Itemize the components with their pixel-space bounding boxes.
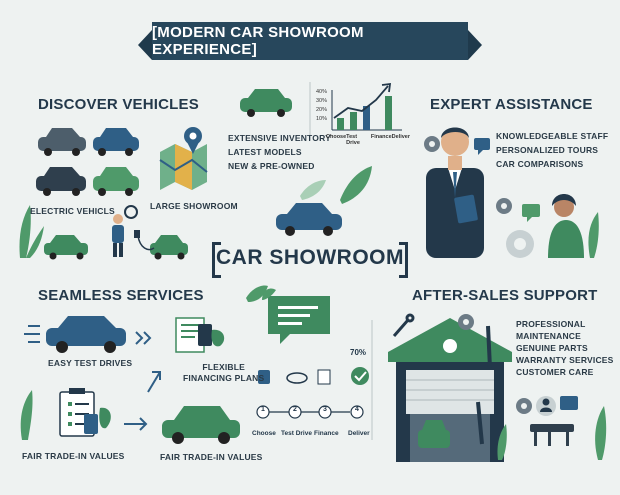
- test-drives-label: EASY TEST DRIVES: [48, 358, 133, 368]
- step-circles: [256, 405, 364, 419]
- discover-list: EXTENSIVE INVENTORY LATEST MODELS NEW & …: [228, 131, 331, 173]
- trade-in-label: FAIR TRADE-IN VALUES: [160, 452, 263, 462]
- expert-item: CAR COMPARISONS: [496, 159, 584, 169]
- chat-icon: [268, 296, 330, 344]
- center-title: CAR SHOWROOM: [212, 240, 408, 278]
- garage-icon: [388, 318, 512, 462]
- step-icons: [258, 367, 369, 385]
- seamless-heading: SEAMLESS SERVICES: [38, 287, 204, 304]
- financing-line: FLEXIBLE: [202, 362, 246, 372]
- gear-icon: [424, 136, 440, 152]
- process-step: Deliver: [348, 430, 370, 437]
- gear-icon: [496, 198, 512, 214]
- gear-icon: [458, 314, 474, 330]
- plant-icon: [588, 212, 599, 258]
- financing-line: FINANCING PLANS: [183, 373, 265, 383]
- discover-item: NEW & PRE-OWNED: [228, 161, 315, 171]
- financing-label: FLEXIBLE FINANCING PLANS: [183, 362, 264, 384]
- center-title-text: CAR SHOWROOM: [216, 246, 404, 269]
- car-icon: [162, 406, 240, 444]
- showroom-label: LARGE SHOWROOM: [150, 201, 238, 211]
- leaf-icon: [300, 180, 326, 200]
- speed-lines-icon: [24, 325, 40, 343]
- chat-icon: [474, 138, 490, 155]
- person-icon: [112, 205, 138, 257]
- car-icon: [150, 235, 188, 260]
- person-icon: [548, 194, 584, 258]
- map-icon: [159, 127, 208, 190]
- chart-x-tick: Finance: [370, 134, 392, 140]
- leaf-icon: [246, 285, 268, 302]
- process-step: Choose: [252, 430, 276, 437]
- plant-icon: [595, 406, 607, 460]
- plant-icon: [497, 424, 507, 460]
- after-sales-item: MAINTENANCE: [516, 331, 582, 341]
- expert-heading: EXPERT ASSISTANCE: [430, 96, 593, 113]
- car-icon: [93, 128, 139, 156]
- after-sales-heading: AFTER-SALES SUPPORT: [412, 287, 598, 304]
- after-sales-item: GENUINE PARTS: [516, 343, 588, 353]
- chart-x-tick: Deliver: [391, 134, 410, 140]
- top-chart: [331, 82, 402, 131]
- chart-x-tick: Choose: [326, 134, 347, 140]
- step-number: 2: [293, 406, 297, 413]
- car-icon: [44, 235, 88, 260]
- plant-icon: [20, 390, 33, 440]
- car-icon: [36, 167, 86, 196]
- after-sales-list: PROFESSIONAL MAINTENANCE GENUINE PARTS W…: [516, 318, 614, 378]
- step-number: 4: [355, 406, 359, 413]
- bench-icon: [530, 424, 574, 446]
- avatar-icon: [536, 396, 556, 416]
- page-title: [MODERN CAR SHOWROOM EXPERIENCE]: [152, 24, 364, 58]
- chart-y-tick: 10%: [316, 116, 328, 122]
- clipboard-icon: [59, 388, 111, 437]
- after-sales-item: PROFESSIONAL: [516, 319, 586, 329]
- car-icon: [38, 128, 86, 156]
- chart-y-tick: 20%: [316, 107, 328, 113]
- discover-item: EXTENSIVE INVENTORY: [228, 133, 331, 143]
- car-icon: [46, 316, 126, 353]
- expert-list: KNOWLEDGEABLE STAFF PERSONALIZED TOURS C…: [496, 129, 608, 171]
- plant-icon: [19, 205, 44, 258]
- chat-icon: [560, 396, 578, 410]
- chat-icon: [522, 204, 540, 222]
- expert-item: PERSONALIZED TOURS: [496, 145, 599, 155]
- chart-x-ticks: Choose Test Drive Finance Deliver: [326, 134, 410, 146]
- gear-icon: [516, 398, 532, 414]
- electric-label: ELECTRIC VEHICLS: [30, 206, 115, 216]
- wrench-icon: [476, 325, 492, 445]
- step-number: 1: [261, 406, 265, 413]
- car-icon: [93, 167, 139, 196]
- car-icon: [240, 89, 292, 117]
- after-sales-item: CUSTOMER CARE: [516, 367, 594, 377]
- gear-icon: [506, 230, 534, 258]
- document-icon: [175, 317, 225, 353]
- staff-person-icon: [426, 127, 484, 258]
- process-step: Finance: [314, 430, 339, 437]
- wrench-icon: [392, 313, 415, 337]
- process-step: Test Drive: [281, 430, 312, 437]
- car-icon: [276, 203, 342, 236]
- chart-y-tick: 40%: [316, 89, 328, 95]
- expert-item: KNOWLEDGEABLE STAFF: [496, 131, 609, 141]
- charger-icon: [134, 230, 155, 251]
- discover-heading: DISCOVER VEHICLES: [38, 96, 199, 113]
- arrow-icon: [147, 371, 161, 393]
- step-number: 3: [323, 406, 327, 413]
- chart-y-tick: 30%: [316, 98, 328, 104]
- double-chevron-icon: [135, 331, 152, 345]
- chart-x-tick: Test Drive: [346, 134, 360, 146]
- leaf-icon: [340, 166, 372, 204]
- after-sales-item: WARRANTY SERVICES: [516, 355, 614, 365]
- leaf-icon: [262, 288, 276, 300]
- process-percent: 70%: [350, 348, 367, 357]
- discover-item: LATEST MODELS: [228, 147, 302, 157]
- chart-y-ticks: 40% 30% 20% 10%: [316, 88, 327, 124]
- arrow-icon: [124, 417, 148, 431]
- title-banner: [MODERN CAR SHOWROOM EXPERIENCE]: [138, 22, 482, 60]
- trade-in-label: FAIR TRADE-IN VALUES: [22, 451, 125, 461]
